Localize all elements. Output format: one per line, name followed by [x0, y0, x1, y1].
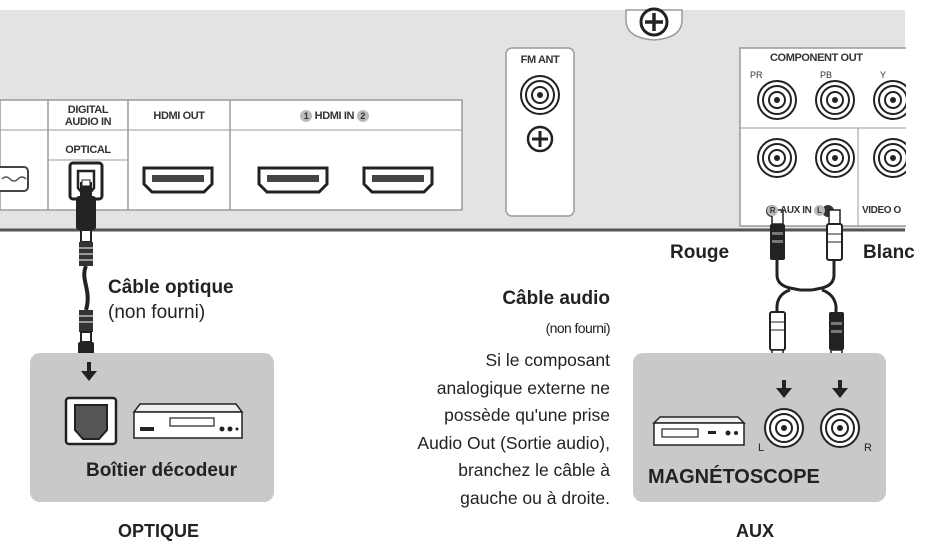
fm-ground-screw-icon: [526, 125, 554, 153]
audio-cable-title: Câble audio: [502, 288, 610, 309]
partial-port-icon: [0, 166, 29, 192]
aux-r-marker: R: [767, 205, 778, 216]
note-line: Audio Out (Sortie audio),: [417, 432, 610, 453]
note-line: gauche ou à droite.: [460, 487, 610, 508]
optical-port-label: OPTICAL: [65, 144, 111, 156]
aux-section-label: AUX: [736, 521, 775, 541]
note-line: possède qu'une prise: [444, 405, 610, 425]
optical-cable-title: Câble optique: [108, 277, 234, 298]
audio-cable-note: (non fourni): [545, 320, 611, 336]
optique-section-label: OPTIQUE: [118, 521, 200, 541]
aux-in-l-jack-icon: [815, 138, 855, 178]
hdmi-in-1-number: 1: [300, 110, 312, 122]
y-label: Y: [880, 70, 887, 80]
component-out-label: COMPONENT OUT: [770, 52, 863, 64]
set-top-box-label: Boîtier décodeur: [86, 460, 237, 481]
optical-cable-note: (non fourni): [108, 302, 206, 323]
aux-l-marker: L: [813, 205, 825, 216]
optical-cable-icon: [76, 179, 96, 358]
hdmi-in-1-port-icon: [257, 166, 329, 194]
note-line: Si le composant: [485, 350, 610, 370]
hdmi-in-2-port-icon: [362, 166, 434, 194]
aux-in-label-group: R AUX IN L: [767, 205, 825, 216]
hdmi-out-label: HDMI OUT: [153, 110, 205, 122]
digital-audio-in-label: DIGITAL AUDIO IN: [64, 104, 112, 128]
pb-label: PB: [820, 70, 833, 80]
audio-cable-icon: [769, 209, 844, 365]
vcr-r-jack-icon: [820, 408, 860, 448]
fm-ant-jack-icon: [520, 75, 560, 115]
vcr-l-label: L: [758, 442, 765, 454]
aux-device-box: [633, 353, 886, 502]
component-pb-jack-icon: [815, 80, 855, 120]
white-label: Blanc: [863, 242, 915, 263]
note-line: branchez le câble à: [458, 460, 610, 480]
vcr-r-label: R: [864, 442, 872, 454]
vcr-l-jack-icon: [764, 408, 804, 448]
video-out-label: VIDEO O: [862, 205, 901, 216]
vcr-icon: [652, 416, 746, 446]
single-output-note: Si le composant analogique externe ne po…: [350, 347, 610, 512]
vcr-label: MAGNÉTOSCOPE: [648, 466, 820, 488]
hdmi-in-label: HDMI IN: [314, 110, 355, 122]
ground-screw-icon: [625, 7, 683, 41]
fm-ant-label: FM ANT: [520, 54, 560, 66]
hdmi-in-label-group: 1 HDMI IN 2: [300, 110, 369, 122]
red-label: Rouge: [670, 242, 730, 263]
aux-in-label: AUX IN: [780, 205, 812, 216]
note-line: analogique externe ne: [436, 377, 610, 398]
pr-label: PR: [750, 70, 763, 80]
hdmi-in-2-number: 2: [356, 110, 369, 122]
aux-in-r-jack-icon: [757, 138, 797, 178]
hdmi-out-port-icon: [142, 166, 214, 194]
set-top-box-icon: [132, 403, 244, 439]
component-pr-jack-icon: [757, 80, 797, 120]
